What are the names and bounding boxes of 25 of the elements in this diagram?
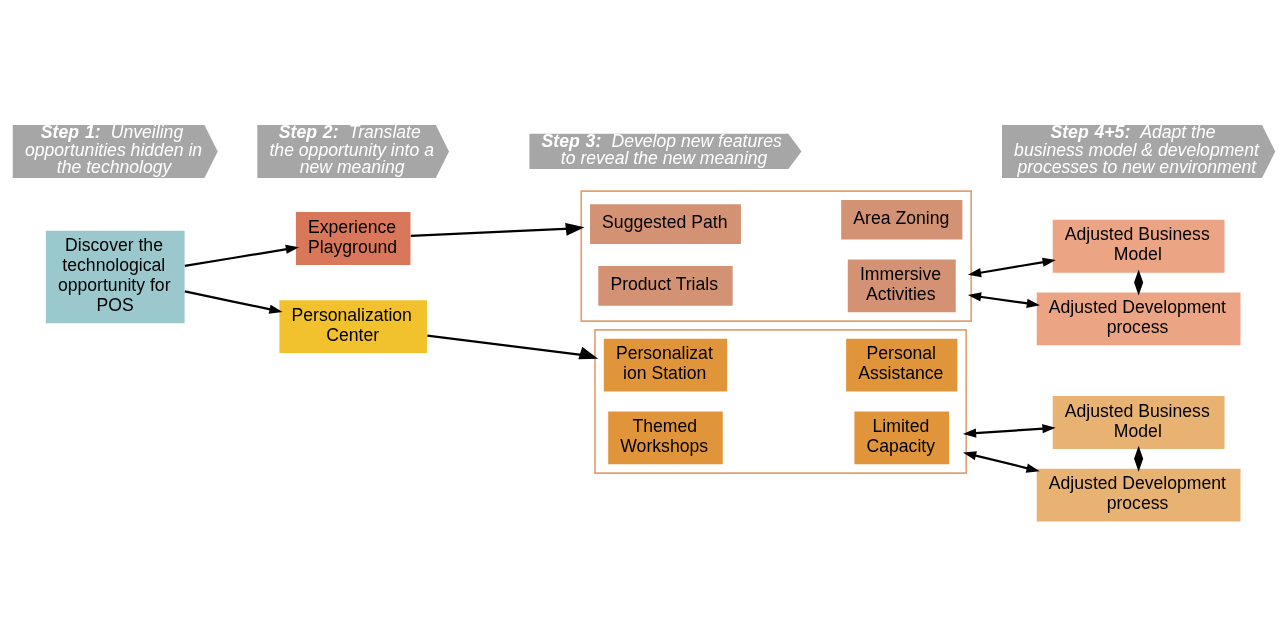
node-box: Adjusted Development process	[1036, 291, 1241, 345]
arrow	[427, 334, 599, 359]
node-box: Immersive Activities	[847, 258, 956, 312]
node-box: Personalizat ion Station	[603, 338, 728, 392]
cluster	[580, 189, 972, 322]
arrow	[967, 291, 1040, 308]
cluster	[594, 328, 968, 474]
node-box: Experience Playground	[295, 211, 411, 265]
node-box: Suggested Path	[590, 203, 741, 244]
arrow	[184, 244, 299, 267]
node-box: Product Trials	[598, 265, 733, 306]
node-box: Themed Workshops	[608, 410, 723, 464]
node-box: Limited Capacity	[854, 410, 950, 464]
node-box: Area Zoning	[841, 199, 963, 240]
arrow	[963, 450, 1040, 473]
node-box: Adjusted Business Model	[1052, 219, 1225, 273]
node-box: Personalization Center	[279, 299, 427, 353]
arrow	[967, 257, 1056, 277]
node-box: Adjusted Development process	[1036, 468, 1241, 522]
node-box: Discover the technological opportunity for POS	[45, 230, 185, 323]
arrow	[962, 423, 1056, 438]
arrow	[410, 222, 585, 237]
arrow	[184, 289, 283, 314]
node-box: Adjusted Business Model	[1052, 395, 1225, 449]
node-box: Personal Assistance	[846, 338, 958, 392]
